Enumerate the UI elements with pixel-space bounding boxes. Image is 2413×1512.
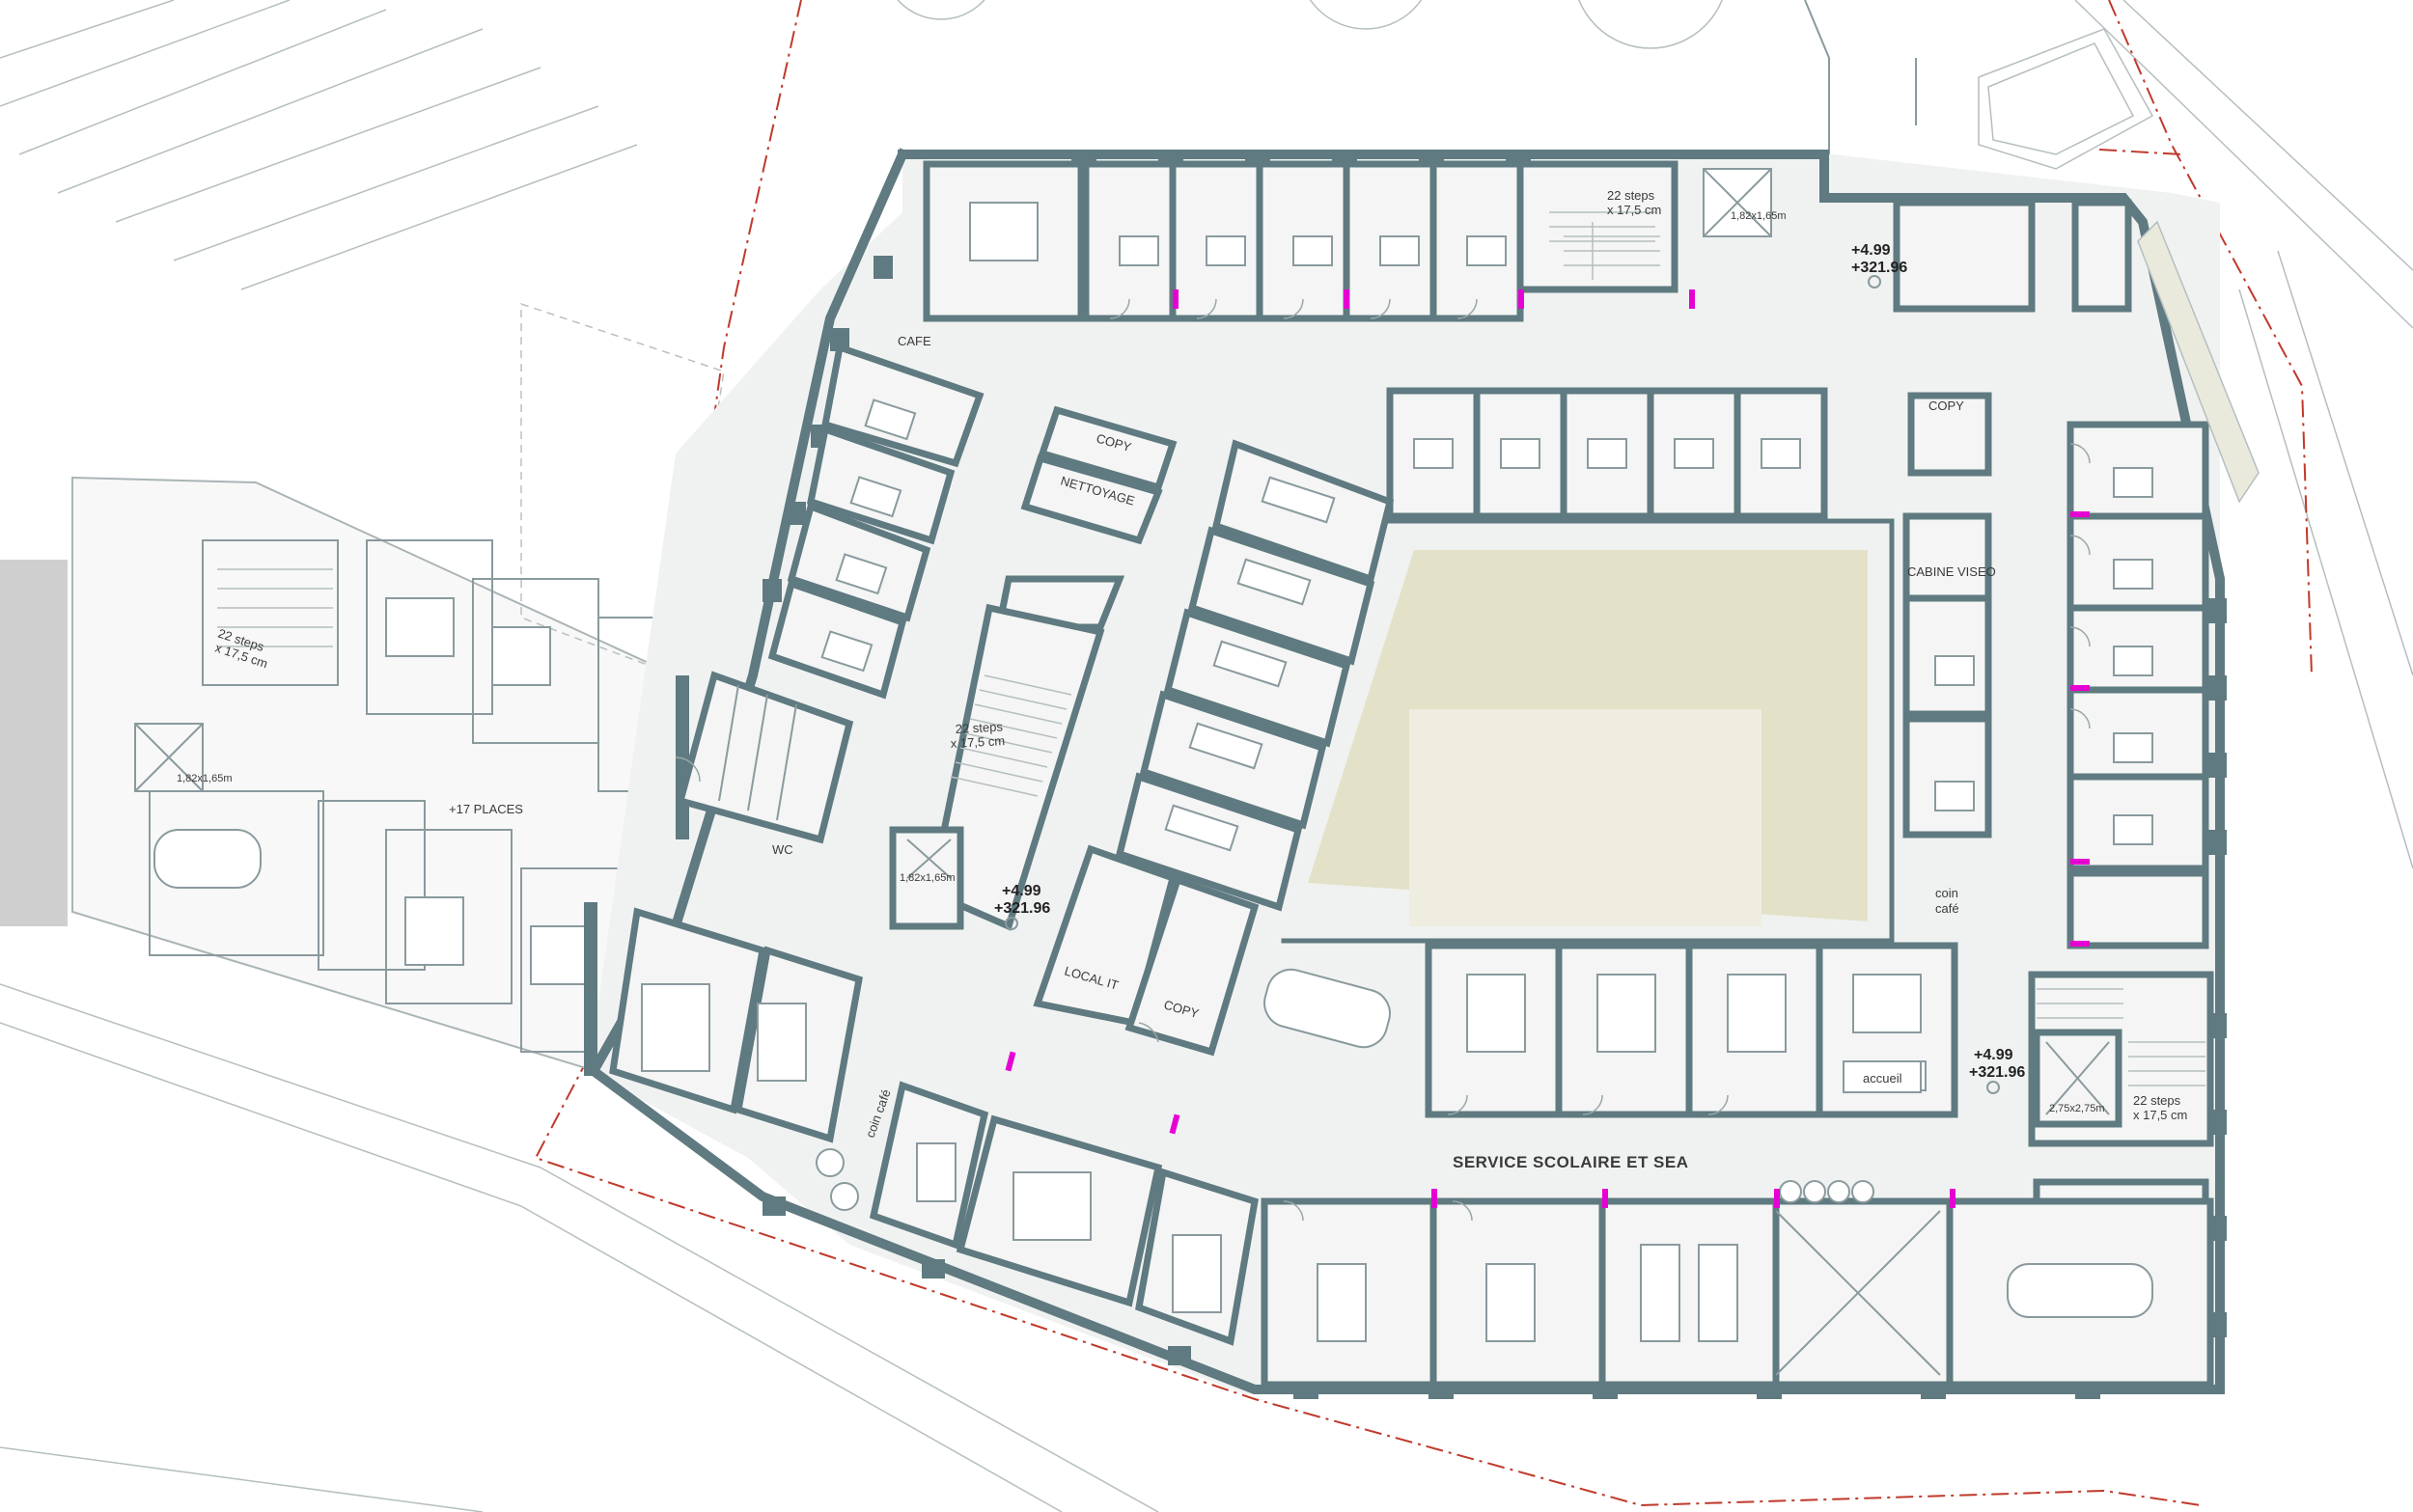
stair-size-right: x 17,5 cm (2133, 1108, 2187, 1122)
stair-size-center: x 17,5 cm (950, 733, 1005, 751)
level-b-bottom: +321.96 (994, 900, 1050, 917)
lift-top: 1,82x1,65m (1731, 210, 1786, 222)
level-c-symbol (1986, 1081, 2000, 1094)
level-b-symbol (1005, 917, 1018, 930)
lift-center: 1,82x1,65m (900, 872, 955, 884)
it-rooms (1033, 844, 1260, 1057)
reception-desk (1843, 1060, 1922, 1093)
west-offices (767, 343, 985, 700)
accessible-door-markers (1005, 289, 2090, 1208)
wc-block (676, 671, 854, 844)
top-stair (1549, 211, 1655, 242)
stair-steps-center: 22 steps (955, 719, 1003, 736)
label-places: +17 PLACES (449, 802, 523, 816)
south-west-offices (609, 907, 1259, 1346)
level-b-top: +4.99 (1002, 883, 1041, 899)
patio-north-offices (1386, 387, 1828, 520)
label-cabine-video: CABINE VISEO (1907, 564, 1996, 579)
label-copy-right: COPY (1928, 399, 1964, 413)
stair-steps-top: 22 steps (1607, 188, 1655, 203)
center-offices (1115, 439, 1395, 912)
stair-size-top: x 17,5 cm (1607, 203, 1661, 217)
south-offices (1425, 942, 1958, 1118)
meeting-table (1263, 968, 1391, 1049)
courtyard (1281, 518, 1895, 944)
center-stair (889, 603, 1105, 931)
label-coin: coin (1935, 886, 1958, 900)
right-stair (2028, 869, 2214, 1205)
label-cafe-right: café (1935, 901, 1959, 916)
label-accueil: accueil (1863, 1071, 1902, 1086)
annex-building (71, 302, 725, 1083)
level-c-bottom: +321.96 (1969, 1064, 2025, 1081)
door-swings (675, 298, 2091, 1222)
level-markers: +4.99 +321.96 +4.99 +321.96 +4.99 +321.9… (994, 242, 2025, 1094)
label-service: SERVICE SCOLAIRE ET SEA (1453, 1153, 1689, 1171)
level-a-symbol (1868, 275, 1881, 289)
planter (2137, 220, 2260, 504)
lift-left: 1,82x1,65m (177, 773, 232, 784)
label-wc: WC (772, 842, 793, 857)
label-cafe: CAFE (898, 334, 931, 348)
stair-steps-right: 22 steps (2133, 1093, 2181, 1108)
stair-labels: 22 steps x 17,5 cm 22 steps x 17,5 cm 22… (213, 188, 2187, 1122)
room-labels: CAFE COPY NETTOYAGE COPY CABINE VISEO WC… (449, 334, 1996, 1171)
bottom-offices (1261, 1180, 2214, 1388)
level-c-top: +4.99 (1974, 1047, 2013, 1063)
lift-labels: 1,82x1,65m 1,82x1,65m 1,82x1,65m 2,75x2,… (177, 210, 2104, 1114)
level-a-top: +4.99 (1851, 242, 1891, 259)
level-a-bottom: +321.96 (1851, 260, 1907, 276)
lift-right: 2,75x2,75m (2049, 1103, 2104, 1114)
top-offices (923, 160, 1772, 322)
